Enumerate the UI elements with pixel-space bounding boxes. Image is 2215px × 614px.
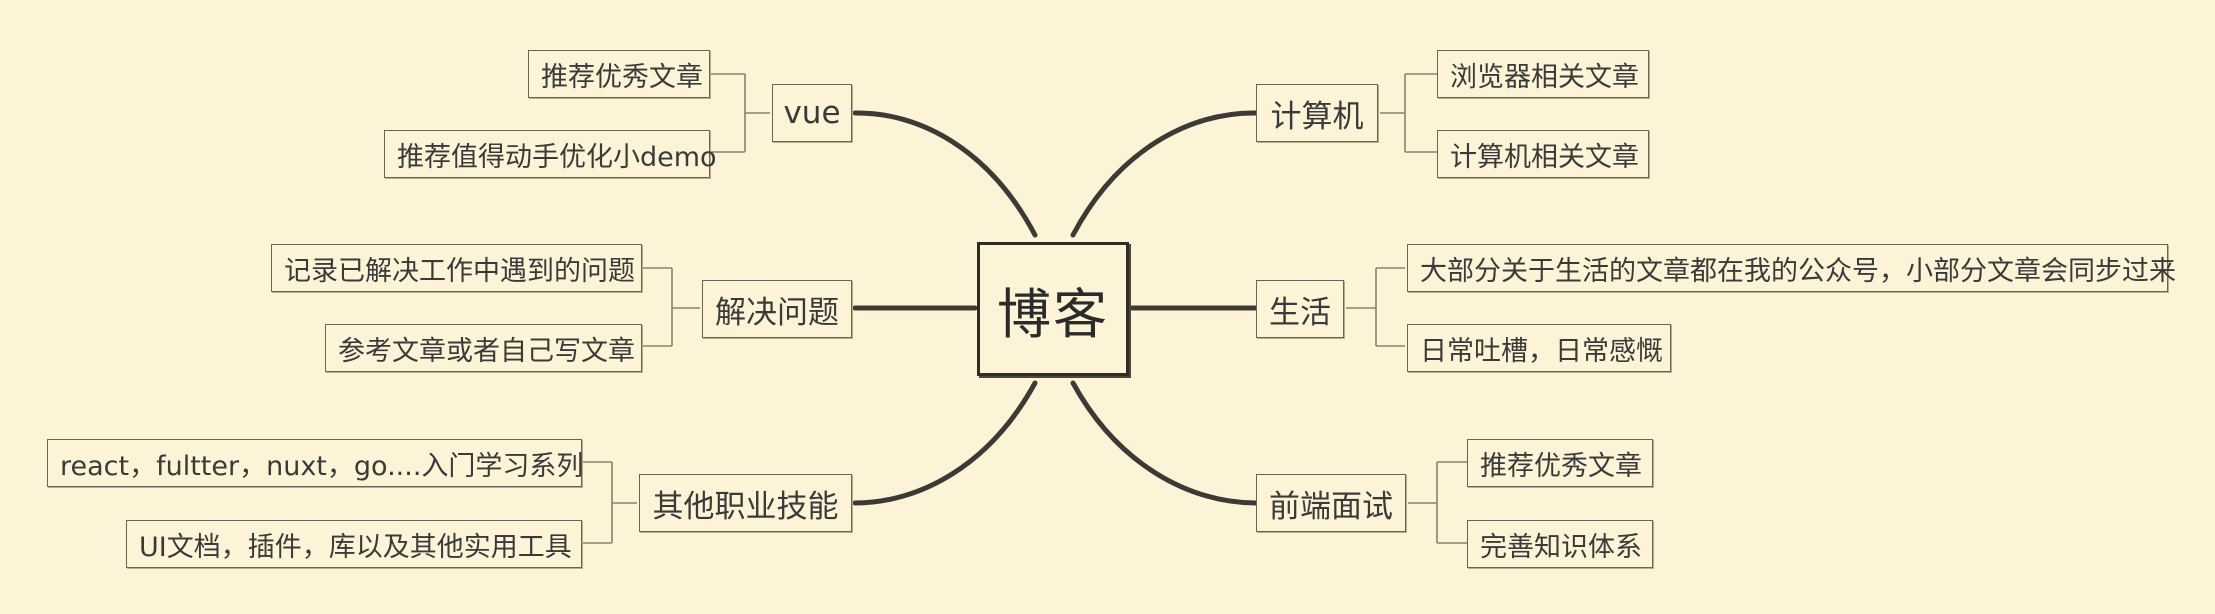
- leaf-solve-record[interactable]: 记录已解决工作中遇到的问题: [271, 244, 642, 292]
- leaf-computer-articles[interactable]: 计算机相关文章: [1437, 130, 1649, 178]
- leaf-skills-intro-series[interactable]: react，fultter，nuxt，go....入门学习系列: [47, 439, 583, 487]
- branch-computer[interactable]: 计算机: [1256, 84, 1378, 142]
- leaf-vue-recommend-articles[interactable]: 推荐优秀文章: [528, 50, 710, 98]
- leaf-vue-recommend-demo[interactable]: 推荐值得动手优化小demo: [384, 130, 717, 178]
- connector-interview: [1070, 380, 1259, 506]
- branch-vue[interactable]: vue: [772, 84, 852, 142]
- branch-solve-problems[interactable]: 解决问题: [702, 280, 852, 338]
- connector-skills: [852, 380, 1038, 506]
- branch-life[interactable]: 生活: [1256, 280, 1344, 338]
- branch-interview[interactable]: 前端面试: [1256, 474, 1406, 532]
- leaf-life-wechat[interactable]: 大部分关于生活的文章都在我的公众号，小部分文章会同步过来: [1407, 244, 2176, 292]
- leaf-computer-browser[interactable]: 浏览器相关文章: [1437, 50, 1649, 98]
- leaf-life-daily[interactable]: 日常吐槽，日常感慨: [1407, 324, 1671, 372]
- leaf-interview-articles[interactable]: 推荐优秀文章: [1467, 439, 1653, 487]
- leaf-interview-knowledge[interactable]: 完善知识体系: [1467, 520, 1653, 568]
- leaf-skills-tools[interactable]: UI文档，插件，库以及其他实用工具: [126, 520, 582, 568]
- leaf-solve-reference[interactable]: 参考文章或者自己写文章: [325, 324, 642, 372]
- root-topic[interactable]: 博客: [977, 242, 1129, 376]
- connector-vue: [852, 110, 1038, 238]
- branch-other-skills[interactable]: 其他职业技能: [639, 474, 852, 532]
- connector-computer: [1070, 110, 1259, 238]
